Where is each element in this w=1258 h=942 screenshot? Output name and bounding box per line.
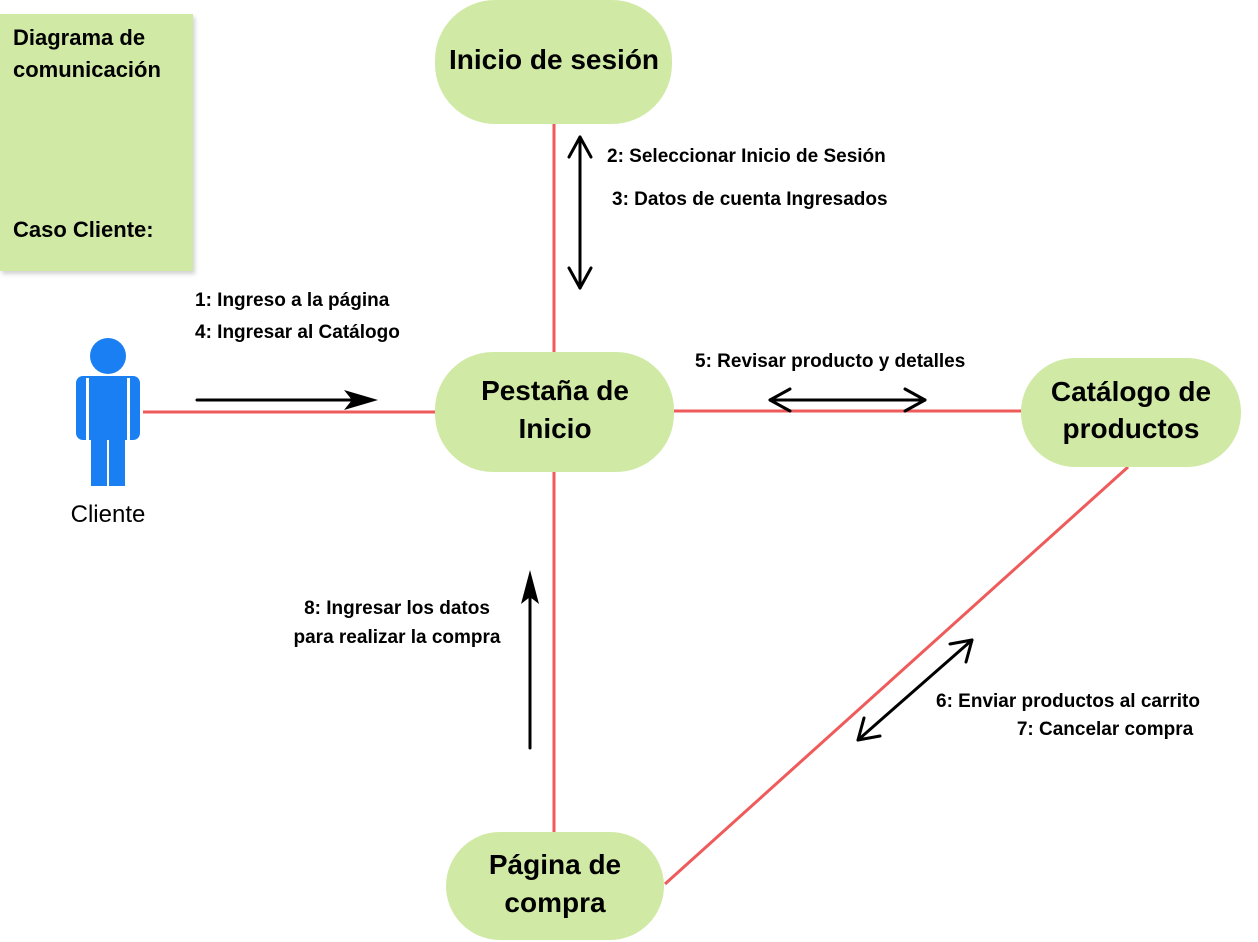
diagram-note: Diagrama de comunicación Caso Cliente: <box>0 14 193 271</box>
note-case-label: Caso Cliente: <box>13 217 154 242</box>
arrow-double-vertical-icon <box>567 135 593 290</box>
node-catalog-label-line2: productos <box>1063 413 1200 444</box>
message-1: 1: Ingreso a la página <box>195 290 390 311</box>
links <box>143 124 1130 886</box>
message-8-line2: para realizar la compra <box>294 627 501 648</box>
node-home-label-line2: Inicio <box>518 413 591 444</box>
person-icon-gap <box>107 440 109 486</box>
message-7: 7: Cancelar compra <box>1017 719 1194 740</box>
node-catalog-label-line1: Catálogo de <box>1051 376 1211 407</box>
node-catalog: Catálogo de productos <box>1021 358 1241 467</box>
note-title-line1: Diagrama de <box>13 25 145 50</box>
link-catalog-purchase <box>663 465 1130 886</box>
node-login: Inicio de sesión <box>435 0 672 124</box>
node-purchase: Página de compra <box>446 832 664 940</box>
node-home-shape <box>435 352 674 472</box>
node-login-shape <box>435 0 672 124</box>
actor-label: Cliente <box>71 501 146 528</box>
node-home-label-line1: Pestaña de <box>481 375 629 406</box>
node-purchase-label-line2: compra <box>504 887 606 918</box>
person-icon-gap <box>86 378 89 442</box>
node-purchase-label-line1: Página de <box>489 849 621 880</box>
person-icon-gap <box>127 378 130 442</box>
message-labels: 1: Ingreso a la página 4: Ingresar al Ca… <box>195 146 1200 740</box>
message-arrows <box>195 135 974 750</box>
message-2: 2: Seleccionar Inicio de Sesión <box>607 146 886 167</box>
person-icon <box>76 338 140 486</box>
message-8-line1: 8: Ingresar los datos <box>304 598 490 619</box>
arrow-double-diagonal-icon <box>856 638 974 742</box>
node-catalog-shape <box>1021 358 1241 467</box>
message-6: 6: Enviar productos al carrito <box>936 691 1200 712</box>
arrow-up-icon <box>521 570 539 750</box>
message-4: 4: Ingresar al Catálogo <box>195 322 400 343</box>
node-login-label: Inicio de sesión <box>449 44 659 75</box>
arrow-double-horizontal-icon <box>768 387 927 413</box>
node-home: Pestaña de Inicio <box>435 352 674 472</box>
note-box <box>0 14 193 271</box>
note-title-line2: comunicación <box>13 57 161 82</box>
message-5: 5: Revisar producto y detalles <box>695 351 965 372</box>
actor-cliente: Cliente <box>71 338 146 528</box>
message-3: 3: Datos de cuenta Ingresados <box>612 189 888 210</box>
arrow-right-icon <box>195 390 378 410</box>
node-purchase-shape <box>446 832 664 940</box>
